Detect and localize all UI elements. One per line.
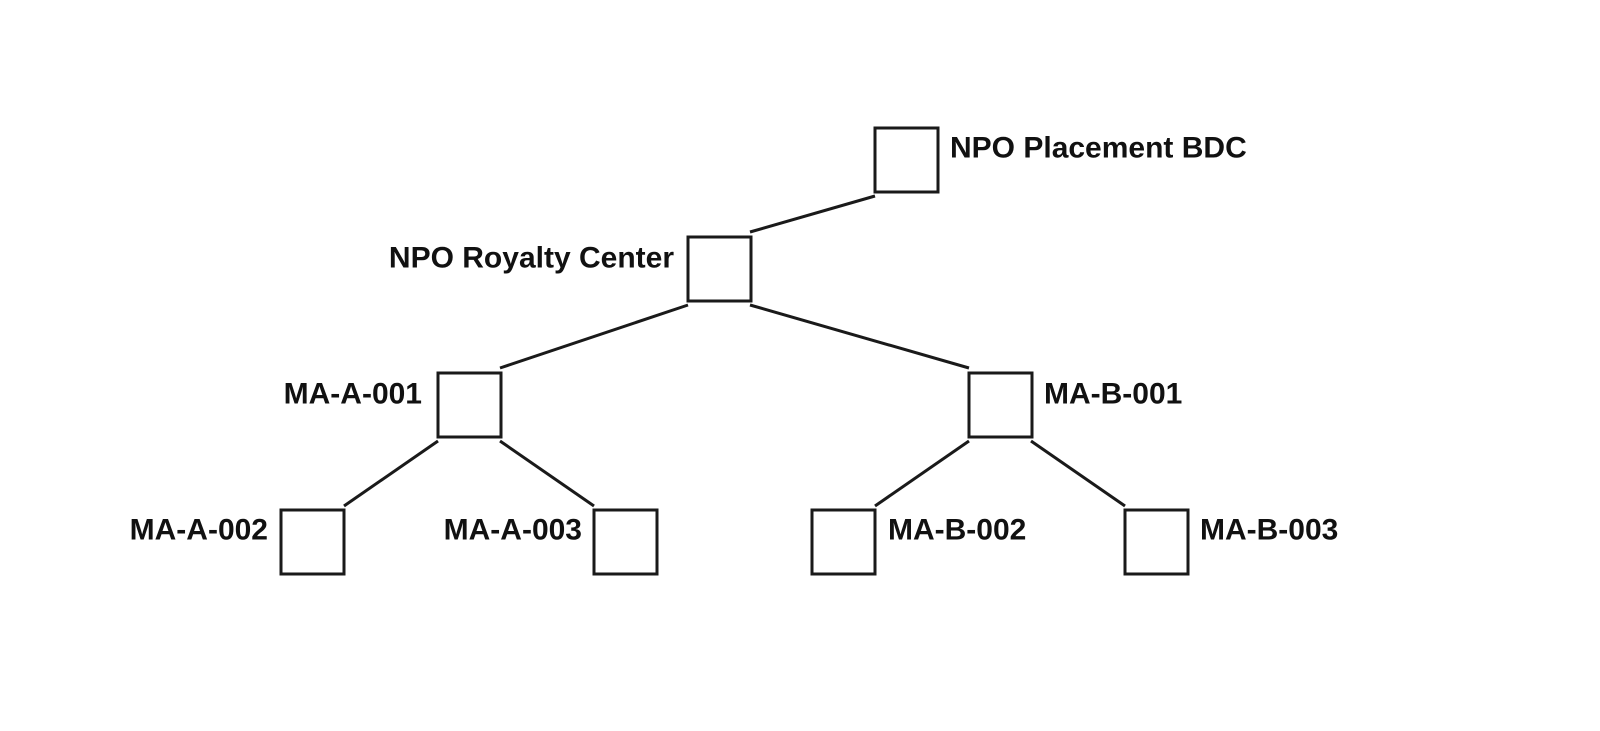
edge-ma-a-001-to-ma-a-002 xyxy=(343,439,439,508)
edge-royalty-center-to-ma-b-001 xyxy=(749,303,970,370)
node-label: MA-A-002 xyxy=(130,514,268,547)
node-box xyxy=(686,235,753,303)
edge-ma-b-001-to-ma-b-002 xyxy=(874,439,970,508)
node-ma-a-002: MA-A-002 xyxy=(130,508,346,576)
node-box xyxy=(592,508,659,576)
node-ma-b-002: MA-B-002 xyxy=(810,508,1026,576)
node-npo-royalty-center: NPO Royalty Center xyxy=(389,235,753,303)
node-label: MA-A-003 xyxy=(444,514,582,547)
edge-ma-b-001-to-ma-b-003 xyxy=(1030,439,1126,508)
node-label: MA-B-001 xyxy=(1044,378,1182,411)
node-ma-b-001: MA-B-001 xyxy=(967,371,1182,439)
node-box xyxy=(873,126,940,194)
node-label: MA-B-003 xyxy=(1200,514,1338,547)
node-ma-a-003: MA-A-003 xyxy=(444,508,659,576)
node-box xyxy=(279,508,346,576)
node-box xyxy=(810,508,877,576)
node-label: MA-B-002 xyxy=(888,514,1026,547)
node-label: NPO Royalty Center xyxy=(389,242,674,275)
node-label: MA-A-001 xyxy=(284,378,422,411)
edge-ma-a-001-to-ma-a-003 xyxy=(499,439,595,508)
node-label: NPO Placement BDC xyxy=(950,132,1247,165)
node-ma-a-001: MA-A-001 xyxy=(284,371,503,439)
node-box xyxy=(436,371,503,439)
node-box xyxy=(1123,508,1190,576)
edges xyxy=(343,194,1126,508)
node-npo-placement-bdc: NPO Placement BDC xyxy=(873,126,1247,194)
edge-placement-bdc-to-royalty-center xyxy=(749,194,876,234)
node-ma-b-003: MA-B-003 xyxy=(1123,508,1338,576)
node-box xyxy=(967,371,1034,439)
edge-royalty-center-to-ma-a-001 xyxy=(499,303,689,370)
